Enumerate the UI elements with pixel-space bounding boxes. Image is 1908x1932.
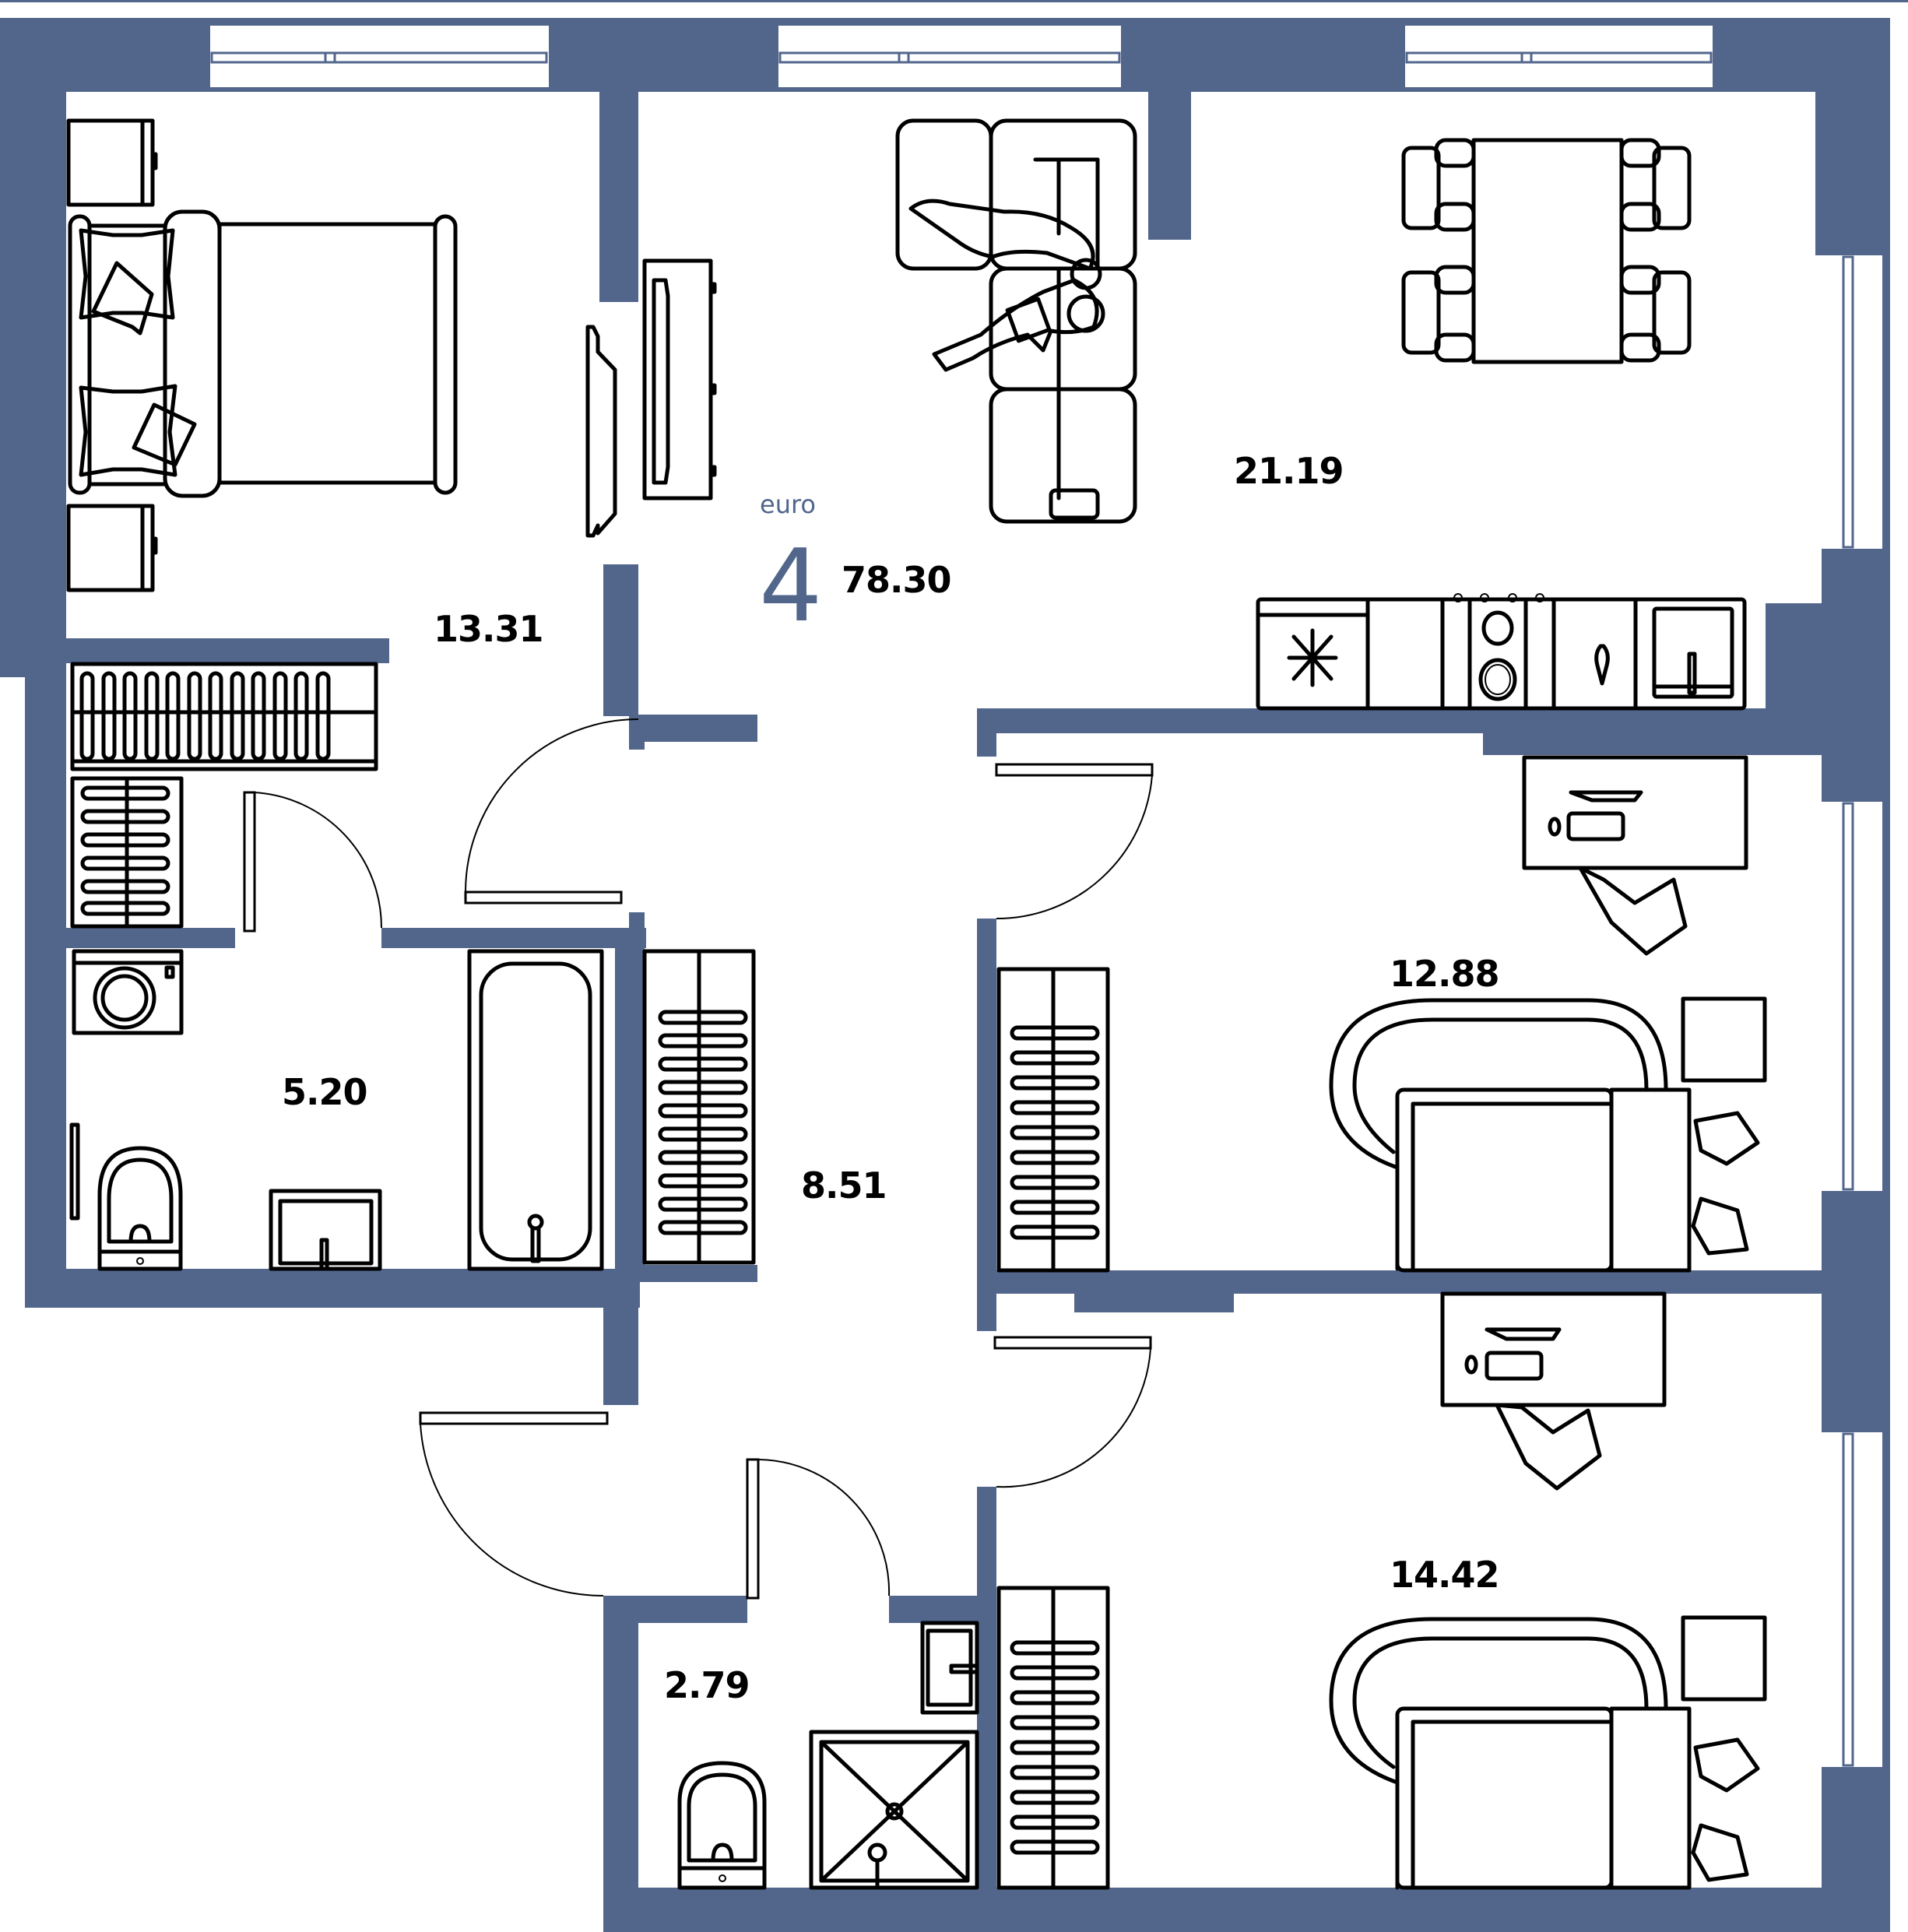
bed-bedroom-bottom xyxy=(1329,1615,1767,1890)
bathtub-icon xyxy=(467,949,604,1271)
wall-sink-icon xyxy=(920,1621,979,1715)
room-area-bedroom-bottom: 14.42 xyxy=(1390,1554,1500,1596)
kitchen-counter xyxy=(1256,593,1801,711)
wardrobe-hallway xyxy=(642,949,756,1265)
bedroom-middle-furniture xyxy=(996,755,1767,1273)
door-bedroom-bottom[interactable] xyxy=(993,1336,1152,1488)
room-area-bedroom-left: 13.31 xyxy=(434,608,544,650)
total-area: 78.30 xyxy=(842,559,952,601)
door-toilet[interactable] xyxy=(746,1458,891,1600)
sofa xyxy=(895,118,1137,524)
door-bedroom-left[interactable] xyxy=(464,718,639,905)
room-area-bathroom: 5.20 xyxy=(282,1071,367,1113)
dining-set xyxy=(1401,138,1692,364)
bathroom-fixtures xyxy=(69,949,604,1271)
room-area-kitchen-living: 21.19 xyxy=(1234,450,1344,492)
top-border-line xyxy=(0,0,1908,2)
wardrobe-small xyxy=(70,776,184,929)
nightstand-top xyxy=(66,118,158,207)
drain-icon xyxy=(1594,644,1610,686)
tv-units xyxy=(585,258,717,538)
plan-type-label: euro xyxy=(760,490,816,519)
wardrobe-bedroom-middle xyxy=(996,967,1110,1273)
door-bathroom[interactable] xyxy=(243,791,383,933)
wardrobe-bedroom-bottom xyxy=(996,1586,1110,1890)
doors xyxy=(243,718,1154,1600)
desk-with-chair-1 xyxy=(1522,755,1748,956)
bedroom-bottom-furniture xyxy=(996,1291,1767,1890)
sink-bathroom-icon xyxy=(269,1189,382,1271)
nightstand-bottom xyxy=(66,504,158,592)
toilet-bathroom-icon xyxy=(69,1122,183,1271)
double-bed xyxy=(68,209,458,498)
windows xyxy=(210,51,1854,1767)
snowflake-icon xyxy=(1287,628,1338,687)
shower-tray-icon xyxy=(809,1730,979,1890)
toilet-room-fixtures xyxy=(677,1621,979,1890)
walls xyxy=(0,18,1890,1932)
toilet-icon xyxy=(677,1761,767,1890)
bed-bedroom-middle xyxy=(1329,996,1767,1273)
wardrobe-bedroom-left xyxy=(70,662,378,771)
room-area-hallway: 8.51 xyxy=(801,1164,887,1207)
riser-dot-icon xyxy=(1785,666,1801,681)
room-count: 4 xyxy=(759,529,823,645)
room-area-toilet: 2.79 xyxy=(664,1664,750,1706)
bedroom-left-furniture xyxy=(66,118,458,592)
washing-machine-icon xyxy=(72,949,184,1035)
sink-icon xyxy=(1652,606,1734,699)
door-bedroom-middle[interactable] xyxy=(995,763,1154,920)
desk-with-chair-2 xyxy=(1440,1291,1667,1491)
room-area-bedroom-middle: 12.88 xyxy=(1390,953,1500,995)
door-entrance[interactable] xyxy=(419,1411,609,1597)
stove-burners-icon xyxy=(1453,593,1544,701)
